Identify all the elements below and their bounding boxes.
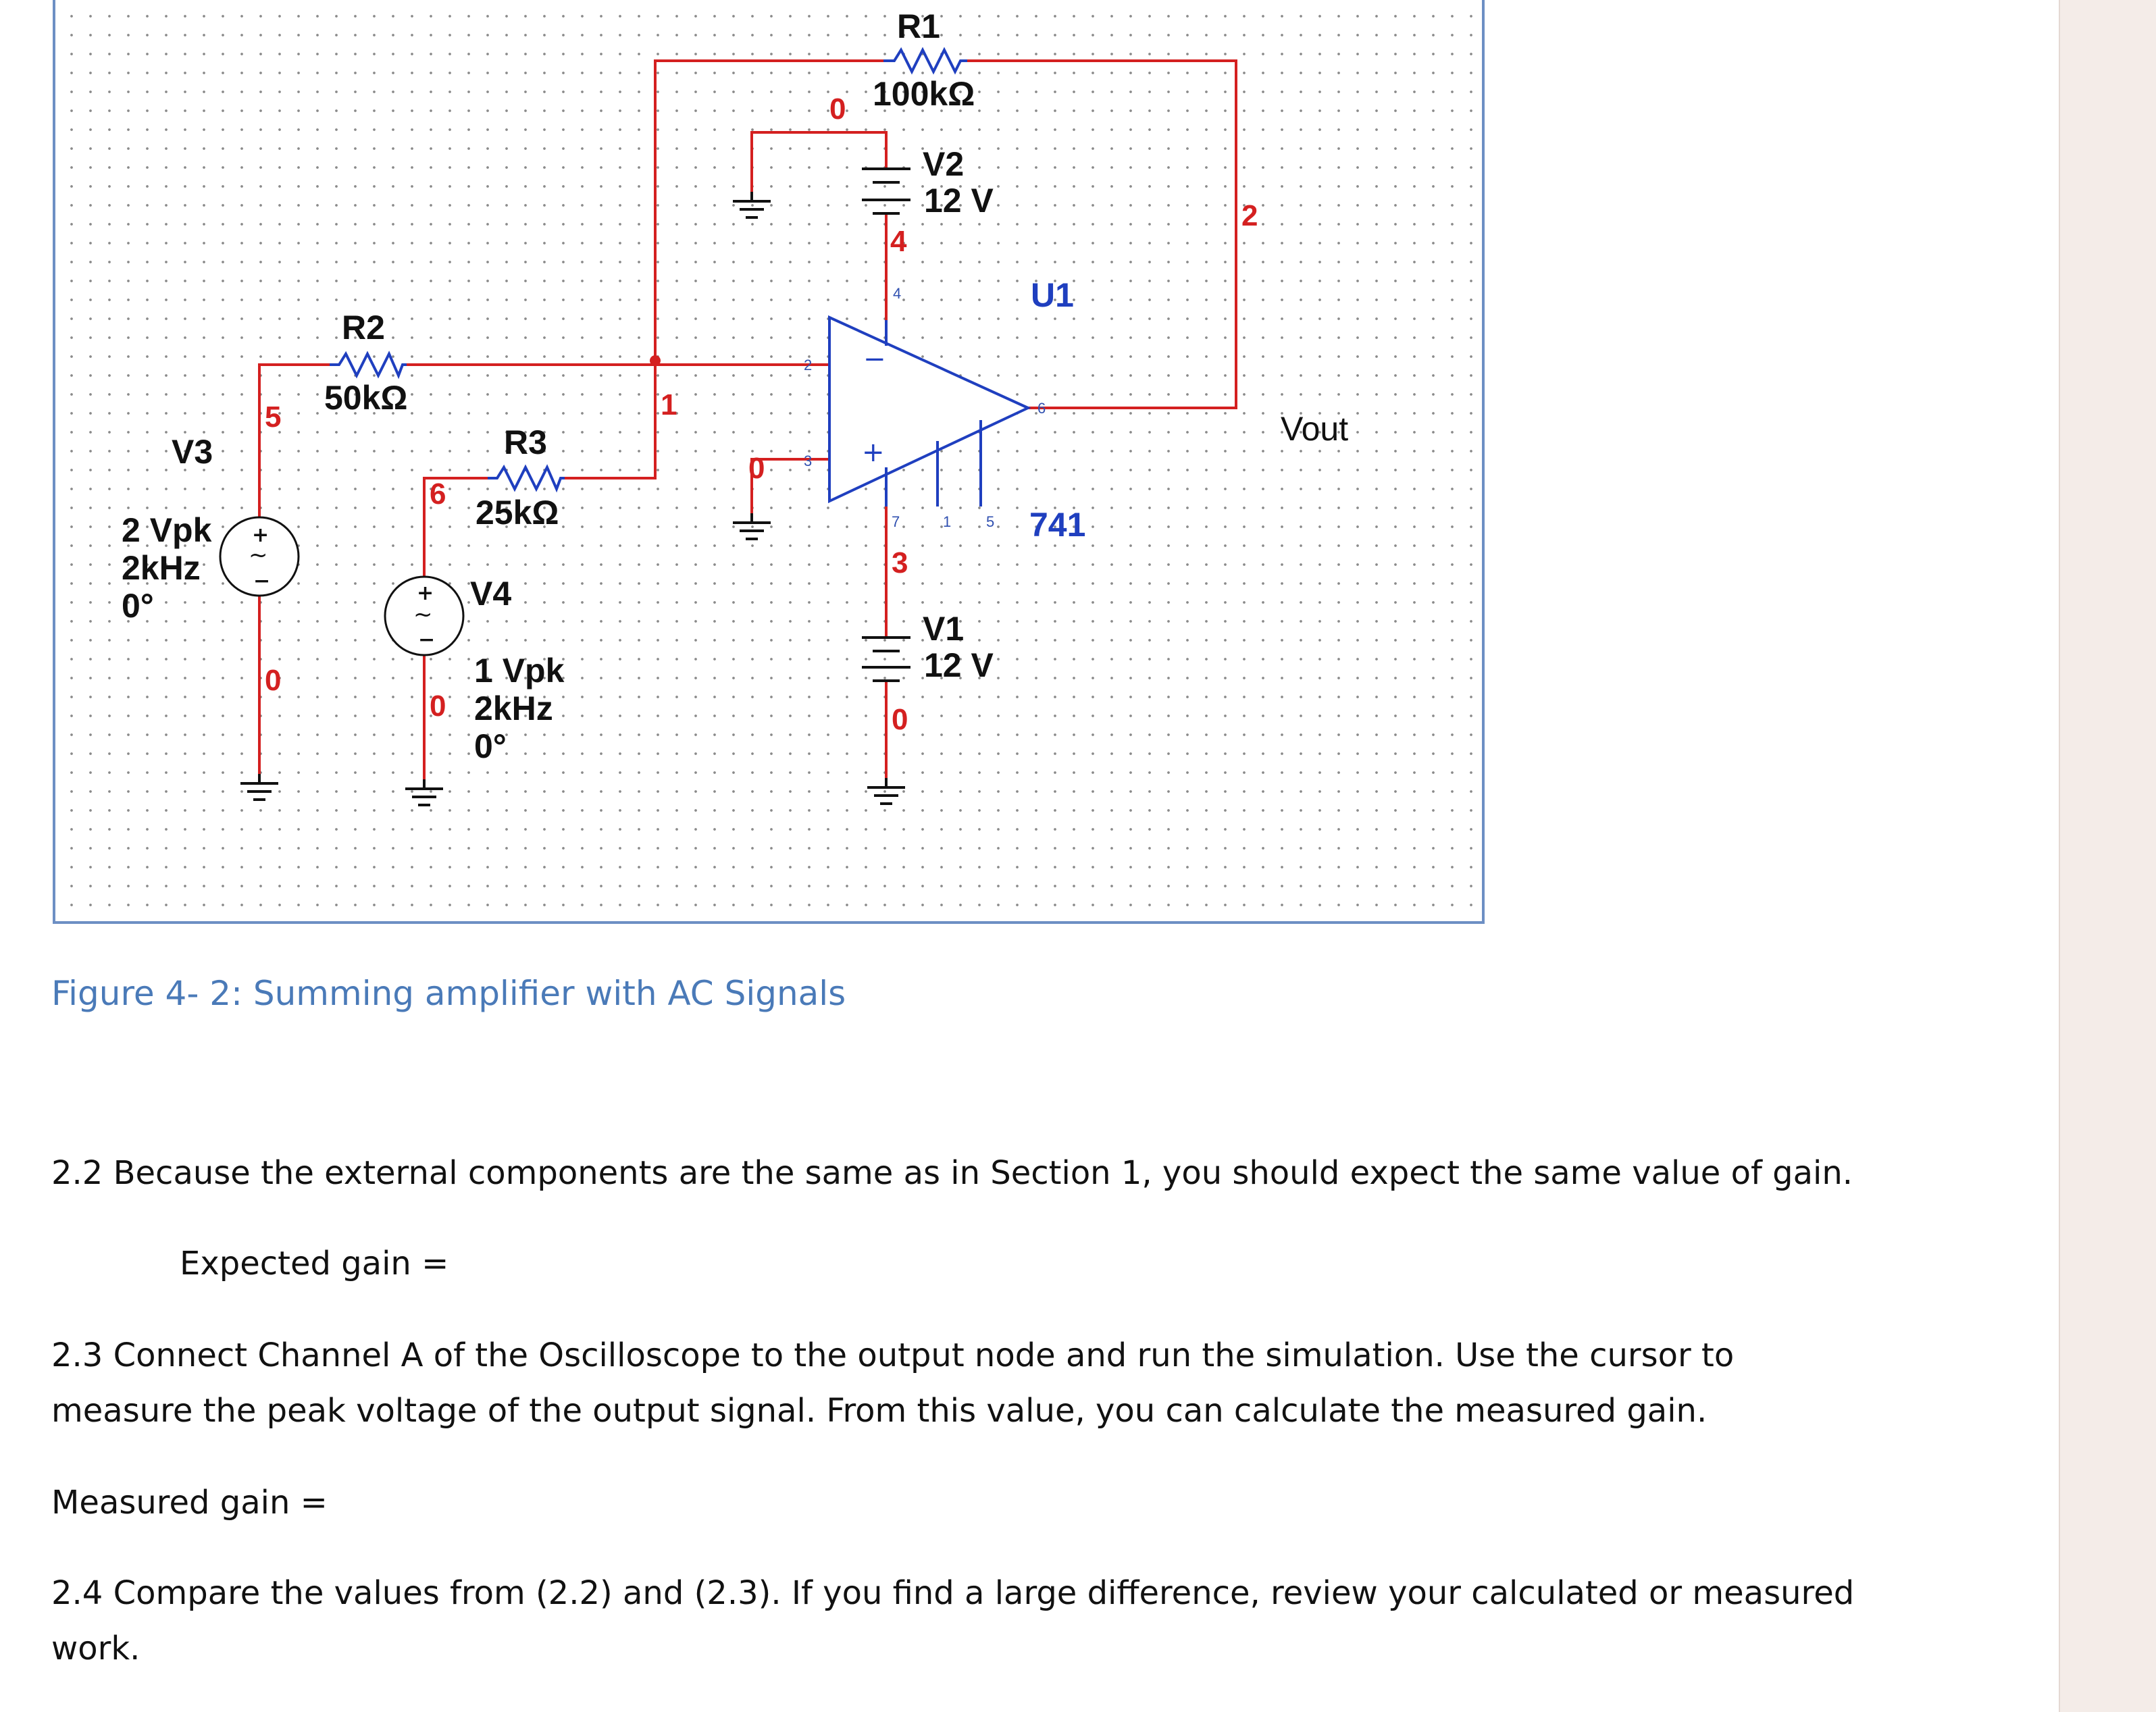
pin-1: 1 [943, 513, 952, 530]
r1-value: 100kΩ [873, 75, 975, 113]
r1-resistor [883, 47, 967, 75]
v3-phase: 0° [122, 587, 154, 625]
ac-sources [219, 516, 465, 656]
net-5: 5 [265, 400, 282, 434]
ground-top [733, 192, 771, 219]
pin-5: 5 [986, 513, 995, 530]
paragraph-2-4: 2.4 Compare the values from (2.2) and (2… [51, 1574, 1855, 1667]
circuit-schematic: + ~ − + ~ − − + R1 100kΩ V2 12 V U1 R2 5… [53, 0, 1485, 924]
opamp-plus-sign: + [862, 437, 885, 468]
paragraph-2-3: 2.3 Connect Channel A of the Oscilloscop… [51, 1337, 1735, 1430]
v3-amplitude: 2 Vpk [122, 511, 212, 549]
pin-6: 6 [1037, 400, 1046, 417]
paragraph-2-2: 2.2 Because the external components are … [51, 1154, 1853, 1192]
net-0-mid: 0 [748, 452, 765, 485]
pin-2: 2 [804, 357, 813, 373]
r3-label: R3 [504, 423, 547, 461]
ground-v1 [867, 778, 905, 805]
v4-source-symbol [384, 575, 465, 656]
net-0-v4: 0 [430, 690, 446, 723]
v3-source-symbol [219, 516, 300, 597]
net-1: 1 [661, 388, 677, 421]
net-6: 6 [430, 477, 446, 511]
r2-label: R2 [342, 309, 385, 346]
v2-label: V2 [923, 145, 965, 183]
v4-frequency: 2kHz [474, 690, 553, 727]
opamp-u1-symbol [828, 315, 1031, 507]
pin-7: 7 [892, 513, 900, 530]
ground-v4 [405, 779, 443, 806]
expected-gain-label: Expected gain = [180, 1245, 449, 1282]
ground-mid [733, 513, 771, 540]
net-3: 3 [892, 546, 908, 579]
r3-value: 25kΩ [476, 494, 559, 531]
v4-minus-sign: − [418, 628, 436, 652]
r2-value: 50kΩ [324, 379, 408, 417]
ground-symbols [240, 192, 905, 806]
dc-batteries [862, 167, 910, 682]
v1-value: 12 V [924, 646, 994, 684]
v3-frequency: 2kHz [122, 549, 201, 587]
v2-value: 12 V [924, 182, 994, 219]
v4-plus-sign: + [417, 581, 434, 605]
junction-node-1 [650, 355, 661, 366]
r3-resistor [488, 464, 565, 493]
page-edge [2059, 0, 2156, 1712]
net-0-v1: 0 [892, 703, 908, 736]
schematic-drawing [219, 47, 1237, 806]
v3-plus-sign: + [252, 523, 270, 547]
wires [258, 59, 1237, 782]
v4-amplitude: 1 Vpk [474, 652, 565, 690]
r2-resistor [330, 351, 407, 380]
net-2: 2 [1241, 199, 1258, 232]
net-0-v3: 0 [265, 664, 282, 697]
vout-label: Vout [1281, 410, 1349, 448]
resistors [330, 47, 967, 493]
opamp-minus-sign: − [863, 344, 886, 375]
measured-gain-label: Measured gain = [51, 1484, 328, 1522]
v3-minus-sign: − [253, 569, 271, 593]
u1-model: 741 [1029, 506, 1086, 544]
v4-phase: 0° [474, 727, 507, 765]
v1-label: V1 [923, 610, 965, 648]
net-4: 4 [890, 225, 907, 258]
pin-3: 3 [804, 452, 813, 469]
figure-caption: Figure 4- 2: Summing amplifier with AC S… [51, 974, 846, 1013]
v3-label: V3 [172, 433, 213, 471]
net-0-top: 0 [829, 93, 846, 126]
u1-label: U1 [1031, 276, 1074, 314]
ground-v3 [240, 774, 278, 801]
v4-label: V4 [470, 575, 512, 613]
v3-tilde-icon: ~ [249, 542, 268, 569]
r1-label: R1 [897, 7, 940, 45]
pin-4: 4 [893, 285, 902, 302]
v4-tilde-icon: ~ [413, 601, 433, 628]
